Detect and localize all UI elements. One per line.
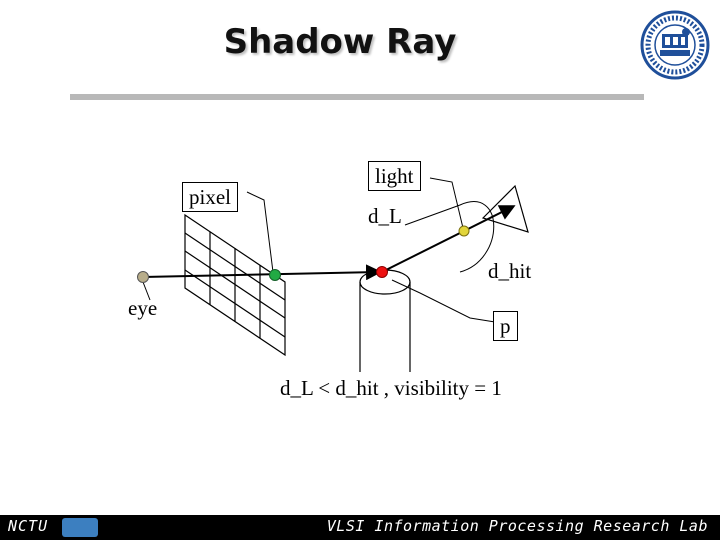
footer-right-text: VLSI Information Processing Research Lab	[326, 517, 708, 535]
light-label: light	[368, 161, 421, 191]
university-seal-icon	[640, 10, 710, 80]
pixel-grid	[184, 213, 286, 357]
d-hit-label: d_hit	[488, 259, 532, 283]
light-point	[458, 225, 470, 237]
visibility-equation: d_L < d_hit , visibility = 1	[280, 376, 502, 400]
eye-label: eye	[128, 296, 158, 320]
hit-point	[376, 266, 388, 278]
eye-point	[137, 271, 149, 283]
callout-leaders	[142, 177, 496, 323]
p-label: p	[493, 311, 518, 341]
pixel-label: pixel	[182, 182, 238, 212]
pixel-point	[269, 269, 281, 281]
slide-title: Shadow Ray	[223, 22, 457, 62]
shadow-ray	[381, 205, 516, 273]
primary-ray	[142, 264, 382, 281]
footer-bar: NCTU VLSI Information Processing Researc…	[0, 515, 720, 540]
d-l-label: d_L	[368, 204, 402, 228]
footer-logo-badge	[62, 518, 98, 537]
light-source-triangle	[481, 184, 529, 233]
title-underline	[70, 94, 644, 100]
footer-left-text: NCTU	[8, 517, 49, 535]
